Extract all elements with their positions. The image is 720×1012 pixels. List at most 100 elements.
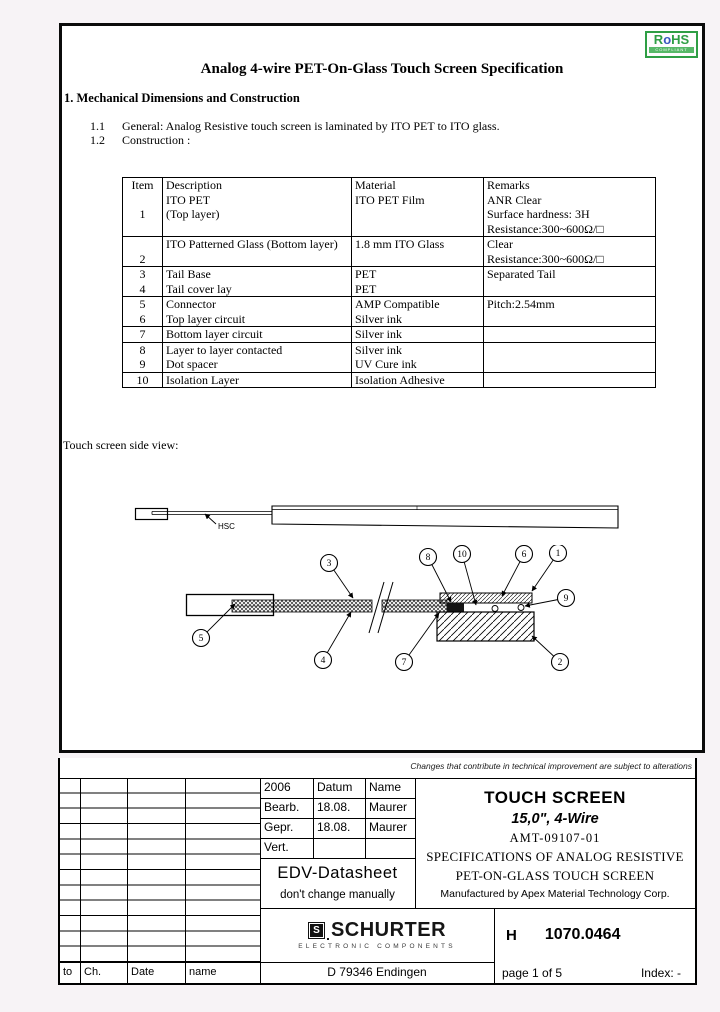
side-view-diagram: HSC (134, 505, 619, 531)
disclaimer-text: Changes that contribute in technical imp… (410, 761, 692, 771)
logo-dot-icon (326, 938, 329, 940)
manufacturer-note: Manufactured by Apex Material Technology… (440, 888, 670, 900)
product-spec-line: SPECIFICATIONS OF ANALOG RESISTIVE (426, 849, 684, 864)
document-number-cell: H 1070.0464 (494, 908, 695, 962)
approval-cell: 18.08. (317, 820, 351, 834)
table-cell: Isolation Adhesive (351, 371, 484, 388)
rohs-compliant-label: COMPLIANT (649, 47, 694, 53)
edv-title: EDV-Datasheet (277, 864, 398, 882)
callout-circle (548, 545, 568, 563)
callout-circle (394, 652, 414, 672)
callout-circle (313, 650, 333, 670)
schurter-logo-icon: S (307, 922, 325, 939)
callout-number: 3 (327, 559, 332, 569)
table-cell: 1.8 mm ITO Glass (351, 236, 484, 267)
adhesive-shape (447, 603, 464, 612)
grid-line (313, 778, 314, 858)
top-layer-shape (439, 592, 533, 604)
revision-col-label: Ch. (84, 966, 102, 978)
revision-col-label: name (189, 966, 217, 978)
table-cell: 7 (122, 326, 163, 343)
grid-line (260, 818, 415, 819)
schurter-logo-row: S SCHURTER (260, 919, 494, 942)
grid-line (260, 858, 415, 859)
approval-cell: Maurer (369, 820, 408, 834)
callout-circle (556, 588, 576, 608)
panel-shape (271, 505, 619, 529)
callout-arrow (403, 612, 440, 663)
callout-circle (514, 545, 534, 564)
callout-circle (550, 652, 570, 672)
table-cell (483, 341, 656, 373)
list-item-number: 1.1 (90, 119, 105, 133)
title-block: Changes that contribute in technical imp… (58, 758, 697, 985)
callout-circle (191, 628, 211, 648)
approval-cell: Maurer (369, 800, 408, 814)
grid-line (260, 838, 415, 839)
grid-line (494, 908, 495, 983)
break-symbol (368, 581, 394, 634)
document-title: Analog 4-wire PET-On-Glass Touch Screen … (200, 61, 564, 77)
callout-number: 4 (321, 656, 326, 666)
callout-number: 7 (402, 658, 407, 668)
product-size: 15,0", 4-Wire (511, 811, 599, 827)
product-spec-line: PET-ON-GLASS TOUCH SCREEN (455, 868, 655, 883)
dot-spacers (491, 604, 525, 612)
callout-circle (452, 545, 472, 564)
edv-cell: EDV-Datasheet don't change manually (260, 858, 415, 908)
approval-cell: Vert. (264, 840, 289, 854)
list-item: 1.2 Construction : (62, 133, 662, 147)
rohs-logo: RoHS COMPLIANT (645, 31, 698, 58)
schurter-logo: S SCHURTER ELECTRONIC COMPONENTS (260, 908, 494, 962)
callout-number: 6 (522, 550, 527, 560)
approval-cell: Datum (317, 780, 353, 794)
callout-circle (319, 553, 339, 573)
page-indicator: page 1 of 5 (502, 965, 563, 980)
callout-number: 10 (457, 550, 467, 560)
revision-col-label: Date (131, 966, 155, 978)
tail-pointer-line (204, 513, 217, 525)
table-cell (483, 371, 656, 388)
tail-label: HSC (218, 522, 235, 531)
approval-cell: 2006 (264, 780, 291, 794)
glass-shape (436, 611, 535, 642)
callout-number: 8 (426, 553, 431, 563)
schurter-name: SCHURTER (330, 919, 447, 941)
content-sheet: RoHS COMPLIANT Analog 4-wire PET-On-Glas… (59, 23, 705, 753)
grid-line (60, 778, 695, 779)
callout-number: 9 (564, 594, 569, 604)
document-number: 1070.0464 (544, 926, 621, 943)
list-item-text: Construction : (122, 133, 191, 147)
schurter-address: D 79346 Endingen (327, 965, 427, 979)
table-cell: Item 1 (122, 177, 163, 237)
rohs-logo-text: RoHS (653, 32, 690, 47)
schurter-tagline: ELECTRONIC COMPONENTS (298, 943, 456, 950)
callout-circle (418, 547, 438, 567)
table-cell: Pitch:2.54mm (483, 296, 656, 327)
table-cell: Isolation Layer (162, 371, 352, 388)
grid-line (260, 778, 261, 983)
product-part-number: AMT-09107-01 (509, 831, 601, 845)
product-name: TOUCH SCREEN (484, 788, 626, 807)
callout-number: 5 (199, 634, 204, 644)
approval-cell: Bearb. (264, 800, 300, 814)
table-cell: 10 (122, 371, 163, 388)
approval-row: Vert. (260, 838, 415, 858)
